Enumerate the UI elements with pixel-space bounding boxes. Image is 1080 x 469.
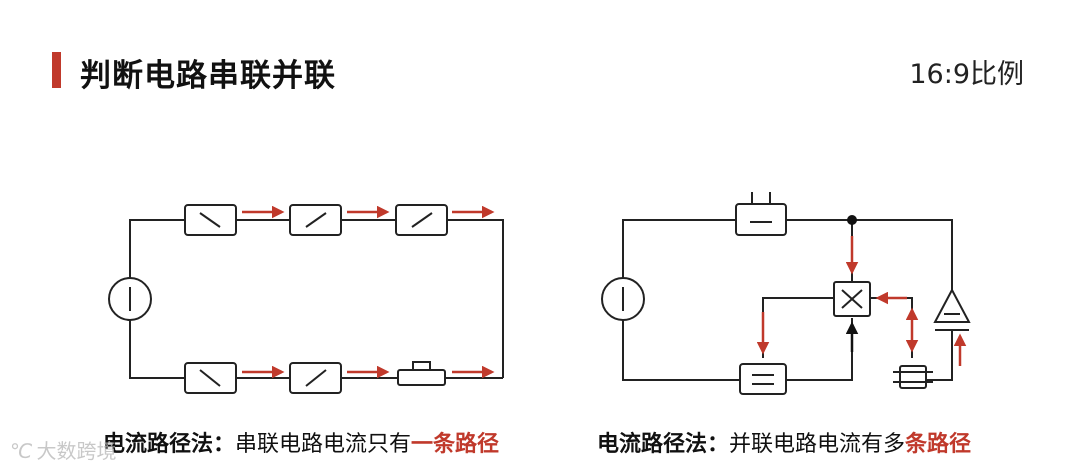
parallel-caption-highlight: 条路径	[905, 432, 972, 457]
series-caption-text: 串联电路电流只有	[235, 432, 412, 457]
junction-dot	[847, 215, 857, 225]
series-wire	[129, 219, 185, 278]
parallel-circuit	[601, 192, 971, 395]
parallel-caption-lead: 电流路径法：	[597, 432, 730, 457]
push-button-icon	[397, 361, 446, 386]
capacitor-icon	[739, 363, 787, 395]
series-caption-highlight: 一条路径	[411, 432, 500, 457]
switch-icon	[395, 204, 448, 236]
lamp-icon	[833, 281, 871, 317]
switch-icon	[184, 362, 237, 394]
series-current-arrows	[242, 205, 495, 379]
page-title: 判断电路串联并联	[80, 58, 336, 94]
watermark-logo-icon: ℃	[10, 439, 33, 463]
parallel-current-arrows	[756, 236, 967, 366]
aspect-ratio-label: 16:9比例	[909, 59, 1024, 90]
plug-icon	[735, 192, 787, 236]
series-wire	[129, 320, 503, 379]
series-circuit	[108, 204, 504, 394]
parallel-wire	[870, 297, 913, 358]
parallel-caption-text: 并联电路电流有多	[729, 432, 906, 457]
source-icon	[601, 277, 645, 321]
title-accent-bar	[52, 52, 61, 88]
source-icon	[108, 277, 152, 321]
parallel-wire	[622, 219, 953, 290]
parallel-wire	[762, 297, 834, 358]
series-wire	[236, 219, 504, 378]
diode-icon	[933, 287, 971, 331]
parallel-wire	[622, 318, 853, 381]
watermark-text: 大数跨境	[36, 439, 117, 463]
switch-icon	[289, 204, 342, 236]
fuse-icon	[893, 365, 933, 389]
parallel-caption: 电流路径法：并联电路电流有多条路径	[597, 426, 971, 458]
series-caption-lead: 电流路径法：	[103, 432, 236, 457]
series-caption: 电流路径法：串联电路电流只有一条路径	[103, 426, 499, 458]
switch-icon	[184, 204, 237, 236]
switch-icon	[289, 362, 342, 394]
